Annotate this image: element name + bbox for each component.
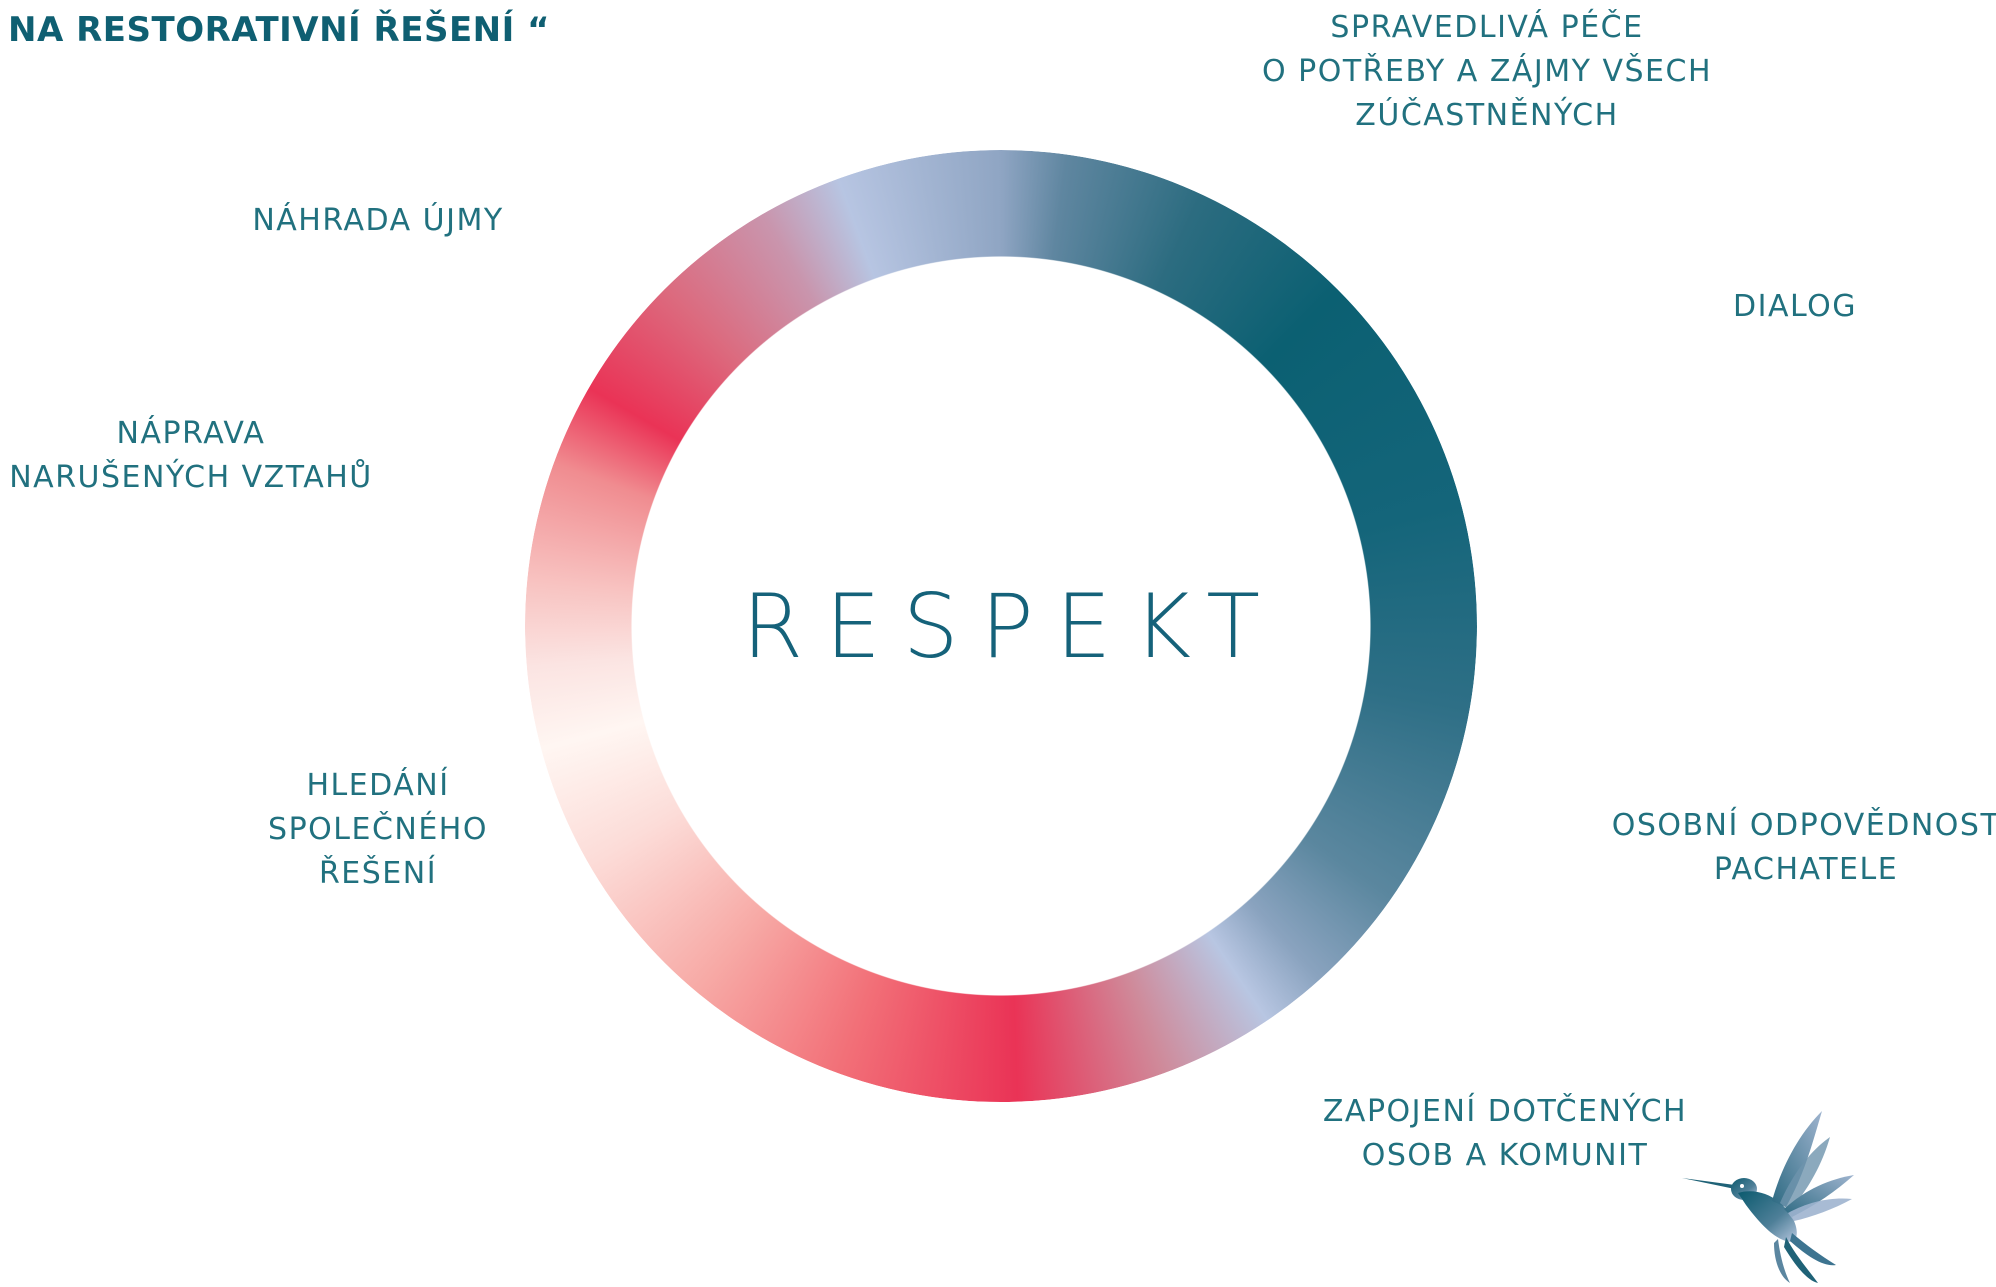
label-line: PACHATELE (1713, 852, 1899, 887)
label-line: ZÚČASTNĚNÝCH (1355, 98, 1619, 133)
label-line: OSOBNÍ ODPOVĚDNOST (1611, 808, 1996, 843)
label-line: NÁPRAVA (116, 416, 266, 451)
label-line: O POTŘEBY A ZÁJMY VŠECH (1261, 54, 1713, 89)
label-community-involvement: ZAPOJENÍ DOTČENÝCH OSOB A KOMUNIT (1323, 1090, 1687, 1178)
label-line: ZAPOJENÍ DOTČENÝCH (1322, 1094, 1688, 1129)
label-line: ŘEŠENÍ (318, 856, 438, 891)
label-line: NARUŠENÝCH VZTAHŮ (9, 460, 373, 495)
label-fair-care: SPRAVEDLIVÁ PÉČE O POTŘEBY A ZÁJMY VŠECH… (1262, 6, 1712, 138)
respect-ring: RESPEKT (525, 150, 1477, 1102)
label-line: HLEDÁNÍ (306, 768, 450, 803)
label-offender-responsibility: OSOBNÍ ODPOVĚDNOST PACHATELE (1612, 804, 1996, 892)
hummingbird-icon (1682, 1111, 1854, 1283)
label-line: SPOLEČNÉHO (268, 812, 488, 847)
label-common-solution: HLEDÁNÍ SPOLEČNÉHO ŘEŠENÍ (268, 764, 488, 896)
label-line: NÁHRADA ÚJMY (252, 203, 504, 238)
label-line: DIALOG (1733, 289, 1857, 324)
label-compensation: NÁHRADA ÚJMY (252, 199, 503, 243)
gradient-ring (525, 150, 1477, 1102)
label-repair-relations: NÁPRAVA NARUŠENÝCH VZTAHŮ (9, 412, 373, 500)
label-line: SPRAVEDLIVÁ PÉČE (1330, 10, 1644, 45)
center-word: RESPEKT (742, 574, 1282, 678)
label-dialog: DIALOG (1733, 285, 1857, 329)
label-line: OSOB A KOMUNIT (1361, 1138, 1649, 1173)
page-title: NA RESTORATIVNÍ ŘEŠENÍ “ (8, 10, 550, 50)
